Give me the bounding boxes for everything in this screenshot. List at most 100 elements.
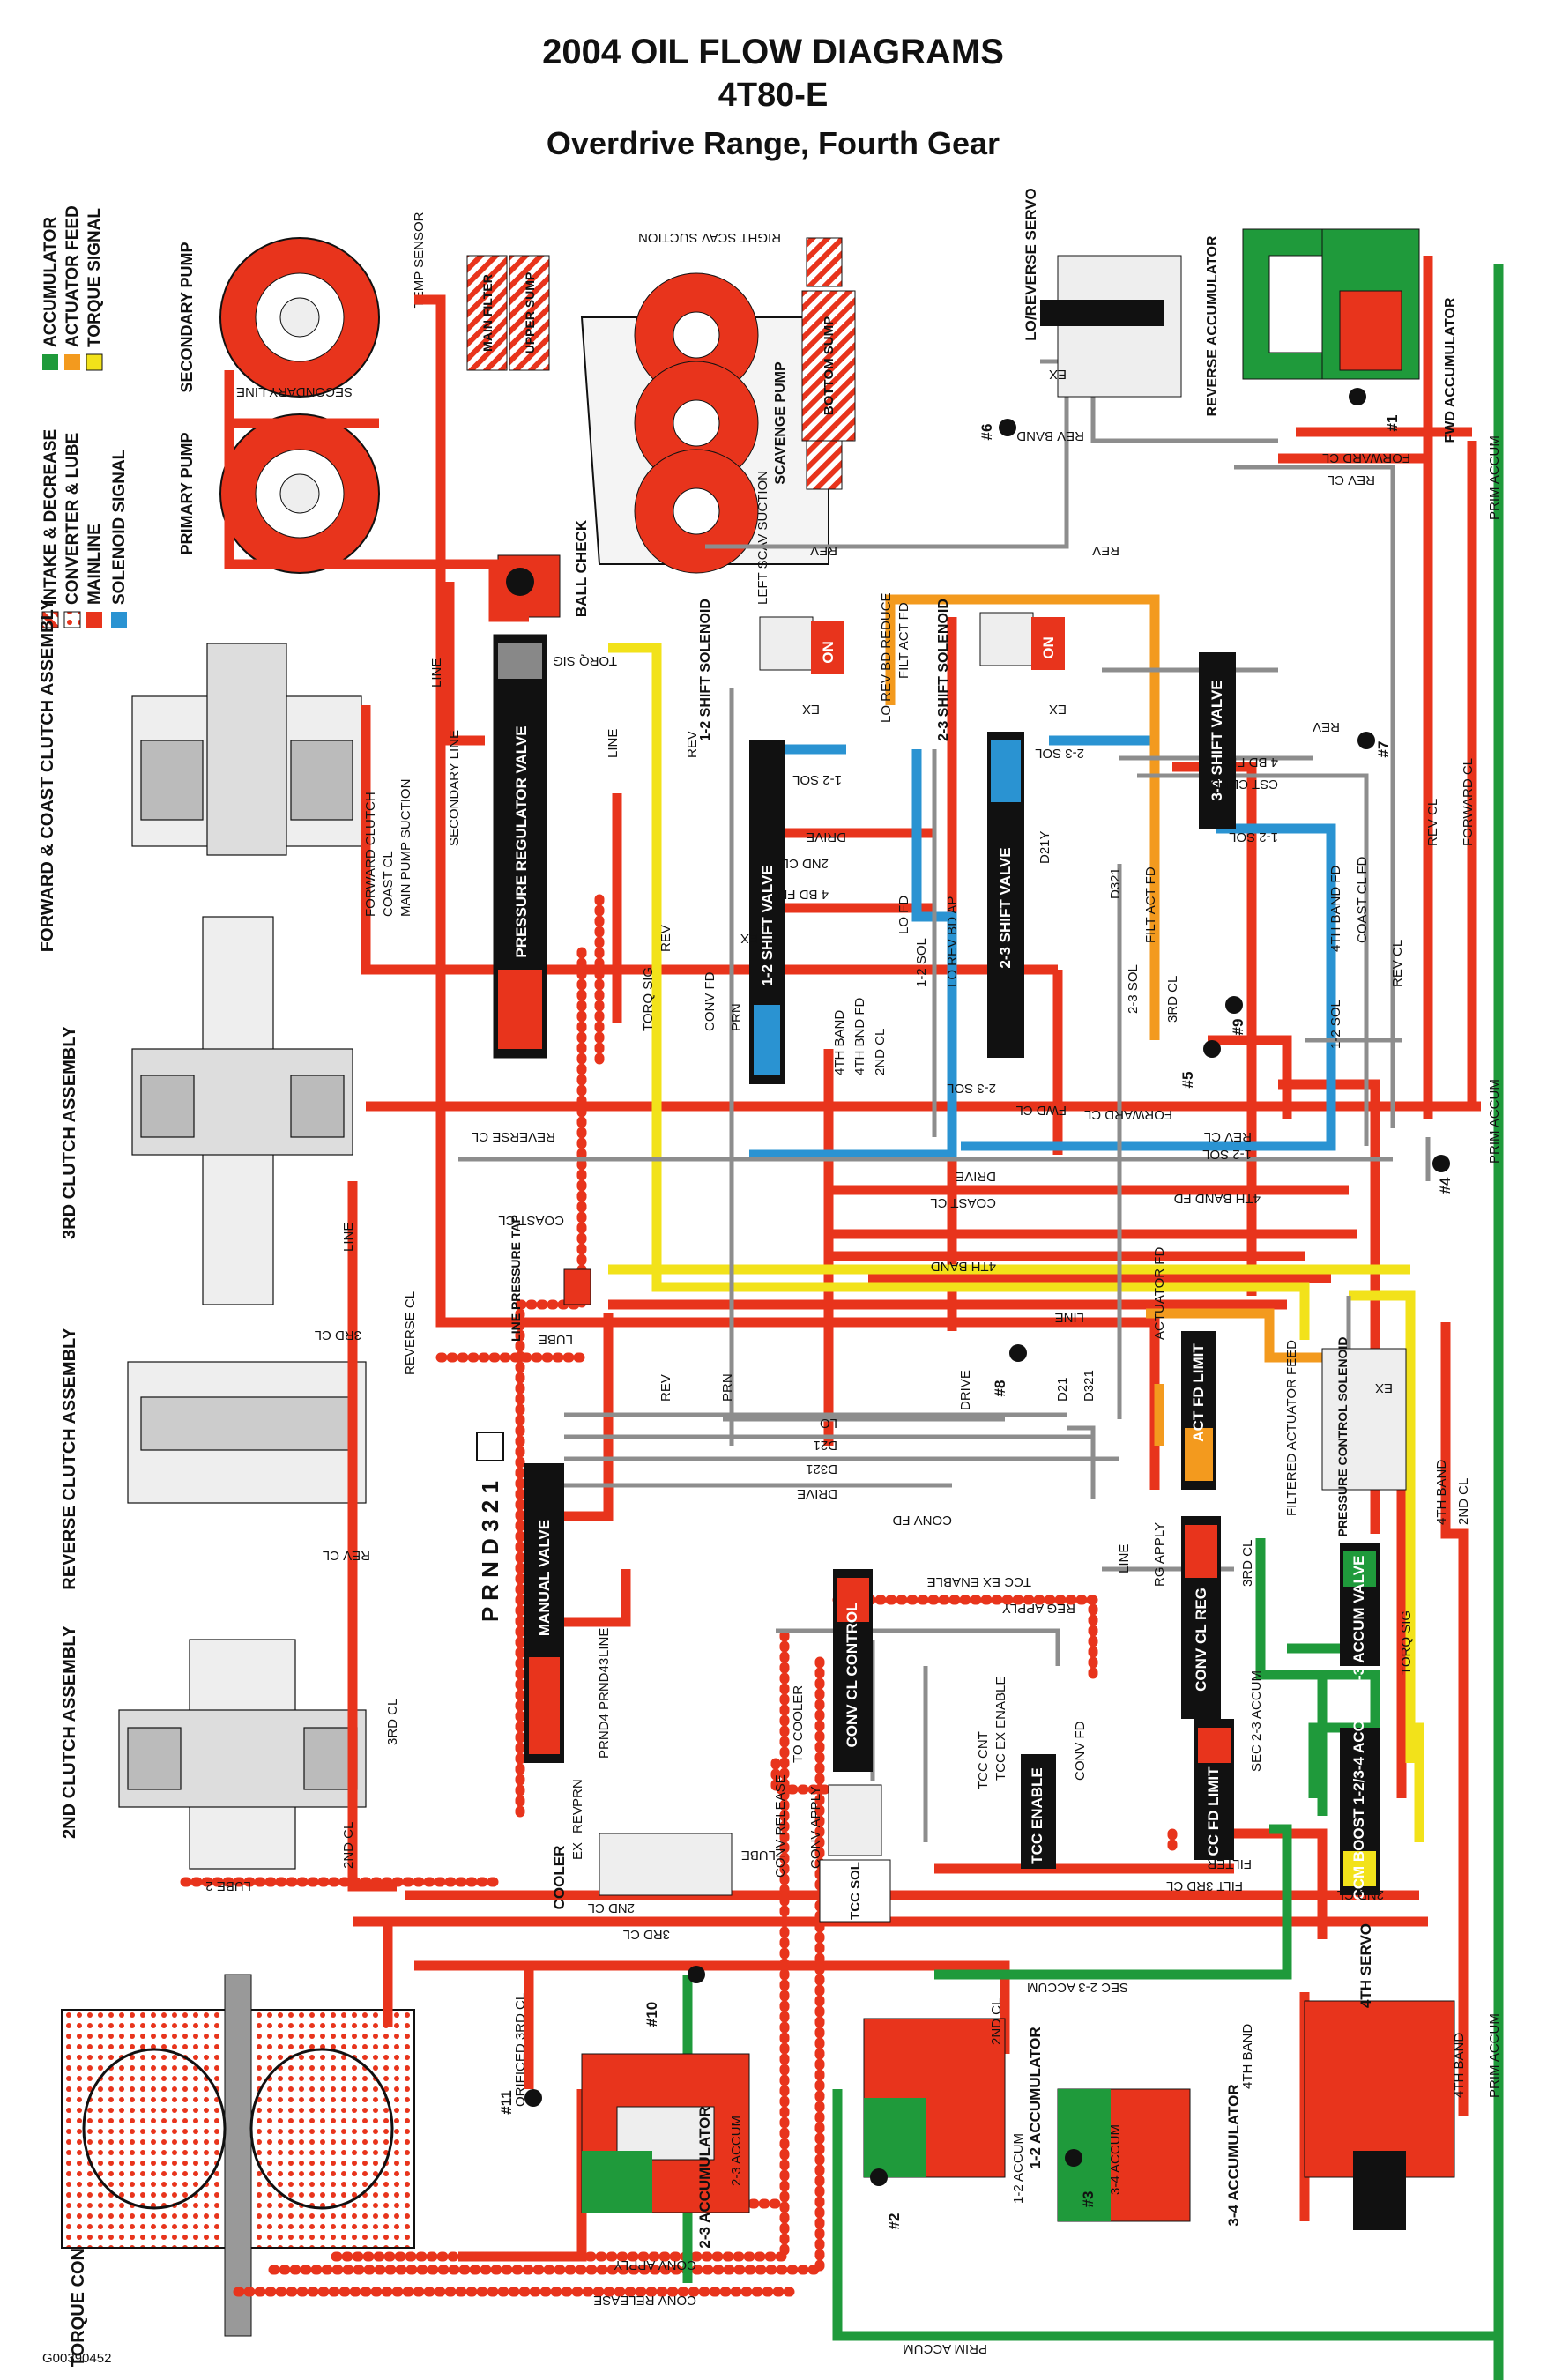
svg-text:4TH BAND: 4TH BAND bbox=[832, 1010, 847, 1075]
svg-text:RG APPLY: RG APPLY bbox=[1152, 1522, 1167, 1587]
filter-lower bbox=[806, 440, 843, 490]
shift-valve-34: 3-4 SHIFT VALVE bbox=[1199, 652, 1236, 829]
svg-text:REVERSE CL: REVERSE CL bbox=[472, 1129, 555, 1144]
svg-text:1-2 SOL: 1-2 SOL bbox=[792, 772, 842, 787]
svg-text:4 BD FD: 4 BD FD bbox=[777, 887, 829, 902]
svg-text:REV: REV bbox=[570, 1806, 585, 1833]
diagram-model: 4T80-E bbox=[718, 77, 829, 114]
svg-text:4TH BAND: 4TH BAND bbox=[931, 1259, 996, 1274]
svg-text:REV BAND: REV BAND bbox=[1016, 428, 1084, 443]
reverse-clutch-drawing bbox=[127, 1361, 367, 1504]
svg-text:FORWARD CL: FORWARD CL bbox=[1322, 450, 1410, 465]
svg-text:2ND CL: 2ND CL bbox=[588, 1900, 635, 1915]
svg-text:EX: EX bbox=[1375, 1380, 1393, 1395]
svg-text:FILT 3RD CL: FILT 3RD CL bbox=[1166, 1878, 1243, 1893]
label-accumulator-12: 1-2 ACCUMULATOR bbox=[1027, 2027, 1044, 2168]
svg-text:D21: D21 bbox=[813, 1438, 837, 1453]
svg-text:PRIM ACCUM: PRIM ACCUM bbox=[1487, 1079, 1502, 1164]
svg-text:LUBE: LUBE bbox=[741, 1848, 776, 1863]
svg-text:4TH BAND: 4TH BAND bbox=[1434, 1460, 1449, 1525]
legend-swatch-actuator bbox=[64, 354, 80, 370]
legend-swatch-solenoid bbox=[111, 612, 127, 628]
label-secondary-pump: SECONDARY PUMP bbox=[178, 242, 196, 392]
label-pressure-regulator: PRESSURE REGULATOR VALVE bbox=[513, 725, 530, 957]
legend-swatch-accumulator bbox=[42, 354, 58, 370]
svg-text:3RD CL: 3RD CL bbox=[385, 1699, 400, 1745]
legend-swatch-intake bbox=[41, 611, 59, 628]
other-passages bbox=[458, 359, 1431, 1842]
svg-text:DRIVE: DRIVE bbox=[806, 829, 846, 844]
label-act-fd-limit: ACT FD LIMIT bbox=[1190, 1343, 1207, 1442]
range-selected-box bbox=[476, 1432, 504, 1461]
svg-text:EX: EX bbox=[1049, 702, 1067, 717]
svg-text:2ND CL: 2ND CL bbox=[1456, 1478, 1471, 1525]
svg-text:PRN: PRN bbox=[570, 1779, 585, 1807]
label-accum-23: 2-3 ACCUM VALVE bbox=[1350, 1556, 1367, 1689]
legend-label-solenoid: SOLENOID SIGNAL bbox=[110, 449, 129, 605]
svg-text:CONV RELEASE: CONV RELEASE bbox=[773, 1774, 788, 1878]
tcc-enable-valve: TCC ENABLE bbox=[1021, 1754, 1056, 1869]
svg-text:REV CL: REV CL bbox=[1328, 472, 1375, 487]
svg-text:LO REV BD REDUCE: LO REV BD REDUCE bbox=[879, 592, 894, 723]
label-cc-fd-limit: CC FD LIMIT bbox=[1205, 1766, 1222, 1856]
svg-text:FILT ACT FD: FILT ACT FD bbox=[1143, 866, 1158, 943]
svg-text:4TH BAND: 4TH BAND bbox=[1452, 2033, 1467, 2098]
svg-text:LINE: LINE bbox=[1055, 1310, 1084, 1325]
svg-text:TCC EX ENABLE: TCC EX ENABLE bbox=[993, 1677, 1008, 1781]
svg-text:D321: D321 bbox=[1108, 867, 1123, 899]
svg-text:TCC EX ENABLE: TCC EX ENABLE bbox=[927, 1574, 1031, 1589]
svg-text:4TH BAND FD: 4TH BAND FD bbox=[1328, 865, 1343, 952]
svg-text:FWD CL: FWD CL bbox=[1016, 1103, 1067, 1118]
svg-text:REV CL: REV CL bbox=[1390, 940, 1405, 987]
legend-swatch-mainline bbox=[86, 612, 102, 628]
svg-text:CONV APPLY: CONV APPLY bbox=[614, 2257, 696, 2272]
svg-text:3RD CL: 3RD CL bbox=[623, 1927, 670, 1942]
label-tcc-enable: TCC ENABLE bbox=[1029, 1767, 1045, 1864]
shift-solenoid-23: ON 2-3 SHIFT SOLENOID bbox=[936, 599, 1065, 741]
legend-label-converter: CONVERTER & LUBE bbox=[63, 433, 82, 605]
shift-valve-12: 1-2 SHIFT VALVE bbox=[749, 740, 785, 1084]
svg-text:2ND CL: 2ND CL bbox=[341, 1822, 356, 1869]
svg-text:LO: LO bbox=[820, 1416, 837, 1431]
svg-text:#8: #8 bbox=[992, 1380, 1008, 1397]
svg-text:D321: D321 bbox=[1082, 1370, 1097, 1402]
label-tcc-sol: TCC SOL bbox=[848, 1862, 863, 1920]
forward-coast-clutch-drawing bbox=[131, 643, 362, 856]
third-clutch-drawing bbox=[131, 916, 353, 1305]
svg-text:3-4 ACCUM: 3-4 ACCUM bbox=[1108, 2124, 1123, 2195]
svg-text:1-2 ACCUM: 1-2 ACCUM bbox=[1011, 2133, 1026, 2204]
svg-text:FORWARD CLUTCH: FORWARD CLUTCH bbox=[363, 792, 378, 917]
svg-text:SEC 2-3 ACCUM: SEC 2-3 ACCUM bbox=[1027, 1980, 1128, 1995]
svg-text:COAST CL: COAST CL bbox=[498, 1213, 564, 1228]
svg-text:MAIN PUMP SUCTION: MAIN PUMP SUCTION bbox=[398, 779, 413, 917]
svg-text:TORQ SIG: TORQ SIG bbox=[1399, 1610, 1414, 1675]
svg-text:D21: D21 bbox=[1055, 1377, 1070, 1402]
svg-text:EX: EX bbox=[1049, 367, 1067, 382]
svg-text:#5: #5 bbox=[1179, 1072, 1196, 1089]
svg-text:PRND43: PRND43 bbox=[597, 1658, 612, 1710]
label-manual-valve: MANUAL VALVE bbox=[536, 1520, 553, 1636]
cc-fd-limit-valve: CC FD LIMIT bbox=[1194, 1719, 1234, 1860]
accumulator-passages bbox=[682, 264, 1504, 2380]
pressure-regulator-valve: PRESSURE REGULATOR VALVE bbox=[493, 634, 547, 1059]
filter-upper bbox=[806, 237, 843, 287]
svg-text:1-2 SOL: 1-2 SOL bbox=[914, 938, 929, 987]
label-filtered-feed: FILTERED ACTUATOR FEED bbox=[1284, 1340, 1299, 1516]
svg-text:CONV RELEASE: CONV RELEASE bbox=[593, 2293, 696, 2308]
bottom-sump bbox=[801, 290, 856, 442]
diagram-subtitle: Overdrive Range, Fourth Gear bbox=[547, 125, 1000, 161]
svg-text:4TH BAND FD: 4TH BAND FD bbox=[1173, 1191, 1261, 1206]
label-forward-coast-assembly: FORWARD & COAST CLUTCH ASSEMBLY bbox=[38, 599, 57, 952]
svg-text:COAST CL: COAST CL bbox=[930, 1195, 996, 1210]
svg-text:SECONDARY LINE: SECONDARY LINE bbox=[236, 384, 353, 399]
conv-cl-control-valve: CONV CL CONTROL bbox=[833, 1569, 873, 1772]
solenoid-23-state: ON bbox=[1040, 636, 1057, 659]
figure-id: G00390452 bbox=[42, 2351, 111, 2366]
solenoid-12-state: ON bbox=[820, 641, 837, 664]
svg-text:SEC 2-3 ACCUM: SEC 2-3 ACCUM bbox=[1249, 1670, 1264, 1772]
label-shift-solenoid-12: 1-2 SHIFT SOLENOID bbox=[698, 599, 713, 741]
svg-text:#1: #1 bbox=[1384, 415, 1401, 432]
svg-text:#10: #10 bbox=[643, 2002, 660, 2027]
range-indicator: P R N D 3 2 1 bbox=[476, 1432, 504, 1622]
